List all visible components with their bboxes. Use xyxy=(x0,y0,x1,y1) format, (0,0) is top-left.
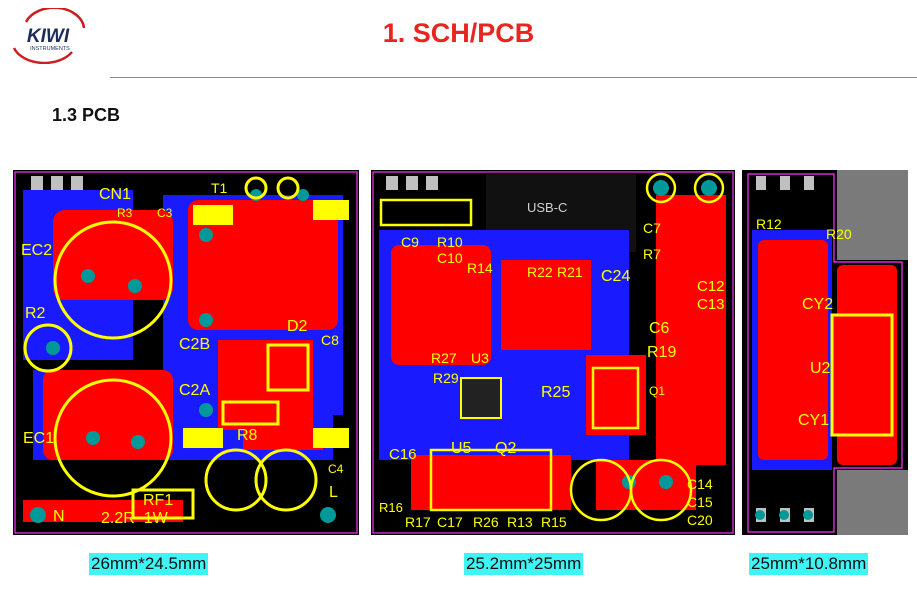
label-rf1: RF1 xyxy=(143,492,174,509)
label-q1: Q1 xyxy=(649,384,666,398)
label-u3: U3 xyxy=(471,350,489,366)
pcb-board-3 xyxy=(742,170,908,535)
label-cy1: CY1 xyxy=(798,412,830,429)
pcb-board-2 xyxy=(371,170,735,535)
logo-text: KIWI xyxy=(27,26,70,47)
label-r2: R2 xyxy=(25,305,46,322)
label-cn1: CN1 xyxy=(99,186,132,203)
label-r22: R22 xyxy=(527,264,553,280)
label-c2a: C2A xyxy=(179,382,211,399)
label-c12: C12 xyxy=(697,278,725,295)
label-c6: C6 xyxy=(649,320,670,337)
label-d2: D2 xyxy=(287,318,308,335)
label-r8: R8 xyxy=(237,427,258,444)
label-t1: T1 xyxy=(211,180,228,196)
label-r20: R20 xyxy=(826,226,852,242)
pcb-2-dimensions: 25.2mm*25mm xyxy=(464,553,584,575)
label-rf1-value: 2.2R 1W xyxy=(101,510,168,527)
label-r19: R19 xyxy=(647,344,677,361)
section-title: 1.3 PCB xyxy=(52,105,121,125)
pcb-3-dimensions: 25mm*10.8mm xyxy=(749,553,869,575)
label-c9: C9 xyxy=(401,234,419,250)
label-c2b: C2B xyxy=(179,336,211,353)
label-c7: C7 xyxy=(643,220,661,236)
label-r16: R16 xyxy=(379,500,403,515)
label-u5: U5 xyxy=(451,440,472,457)
label-r10: R10 xyxy=(437,234,463,250)
label-r25: R25 xyxy=(541,384,571,401)
label-r26: R26 xyxy=(473,514,499,530)
label-c13: C13 xyxy=(697,296,725,313)
label-c3: C3 xyxy=(157,206,173,220)
label-ec2: EC2 xyxy=(21,242,53,259)
label-c8: C8 xyxy=(321,332,339,348)
label-q2: Q2 xyxy=(495,440,517,457)
label-r27: R27 xyxy=(431,350,457,366)
pcb-1-labels: CN1 R3 C3 T1 EC2 EC1 R2 C2B C2A D2 R8 C8… xyxy=(13,170,359,535)
label-r17: R17 xyxy=(405,514,431,530)
label-usb-c: USB-C xyxy=(527,200,568,215)
pcb-board-1 xyxy=(13,170,359,535)
label-c20: C20 xyxy=(687,512,713,528)
page-title: 1. SCH/PCB xyxy=(382,18,535,48)
label-l: L xyxy=(329,484,338,501)
label-c24: C24 xyxy=(601,268,631,285)
pcb-1-dimensions: 26mm*24.5mm xyxy=(89,553,209,575)
label-r21: R21 xyxy=(557,264,583,280)
label-r12: R12 xyxy=(756,216,782,232)
label-cy2: CY2 xyxy=(802,296,834,313)
label-c15: C15 xyxy=(687,494,713,510)
label-c14: C14 xyxy=(687,476,713,492)
pcb-2-labels: USB-C C9 R10 C10 R14 R22 R21 C24 C7 R7 C… xyxy=(371,170,735,535)
label-n: N xyxy=(53,508,65,525)
label-c10: C10 xyxy=(437,250,463,266)
kiwi-logo: KIWI INSTRUMENTS xyxy=(12,8,86,64)
label-c4: C4 xyxy=(328,462,344,476)
label-u2: U2 xyxy=(810,360,831,377)
label-c16: C16 xyxy=(389,446,417,463)
label-r3: R3 xyxy=(117,206,133,220)
logo-subtext: INSTRUMENTS xyxy=(30,46,70,52)
label-r15: R15 xyxy=(541,514,567,530)
label-r14: R14 xyxy=(467,260,493,276)
label-r29: R29 xyxy=(433,370,459,386)
label-c17: C17 xyxy=(437,514,463,530)
label-ec1: EC1 xyxy=(23,430,55,447)
label-r7: R7 xyxy=(643,246,661,262)
label-r13: R13 xyxy=(507,514,533,530)
pcb-3-labels: R12 R20 CY2 U2 CY1 xyxy=(742,170,908,535)
header-divider xyxy=(110,77,917,78)
